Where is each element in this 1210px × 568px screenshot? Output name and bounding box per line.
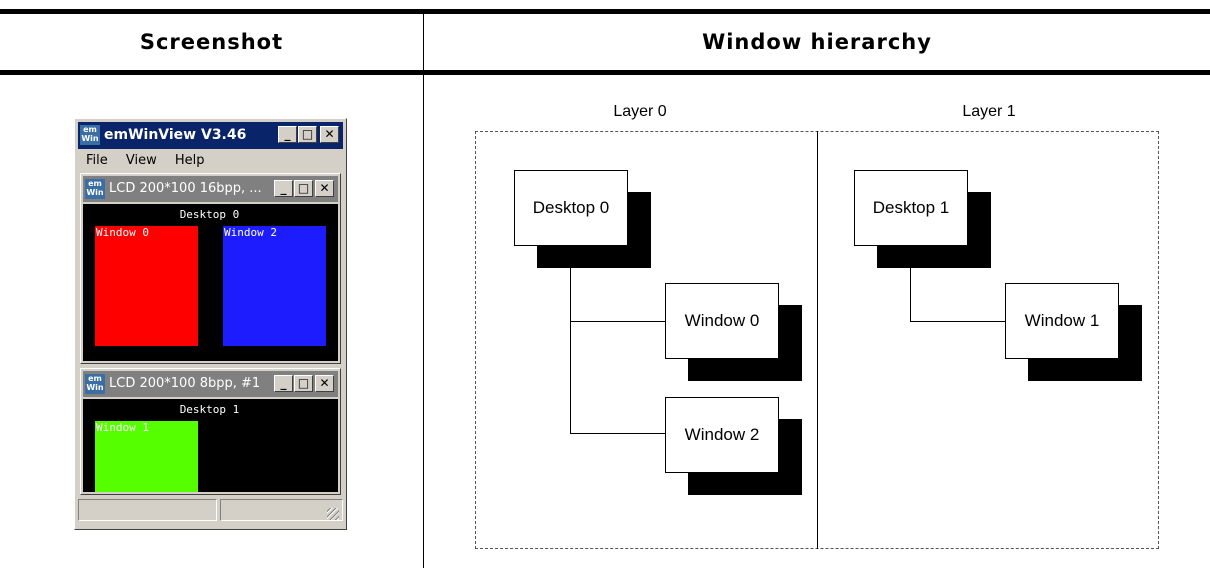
window-0-area: Window 0 xyxy=(95,226,198,346)
window-2-label: Window 2 xyxy=(224,226,277,239)
menubar: File View Help xyxy=(78,150,338,172)
window-2-node: Window 2 xyxy=(665,397,779,473)
minimize-icon[interactable]: _ xyxy=(274,180,293,197)
header-window-hierarchy: Window hierarchy xyxy=(702,30,932,54)
lcd1-screen: Desktop 0 Window 0 Window 2 xyxy=(83,204,338,361)
status-cell-2 xyxy=(220,499,343,521)
window-0-node: Window 0 xyxy=(665,283,779,359)
connector-vertical-layer0 xyxy=(570,268,571,434)
window-1-area: Window 1 xyxy=(95,421,198,492)
main-window-title: emWinView V3.46 xyxy=(104,127,247,143)
window-2-area: Window 2 xyxy=(223,226,326,346)
desktop-1-node: Desktop 1 xyxy=(854,170,968,246)
maximize-icon[interactable]: □ xyxy=(298,126,317,143)
maximize-icon[interactable]: □ xyxy=(294,180,313,197)
menu-view[interactable]: View xyxy=(125,153,157,168)
resize-grip-icon[interactable] xyxy=(327,508,339,520)
header-screenshot: Screenshot xyxy=(139,30,284,54)
status-cell-1 xyxy=(78,499,217,521)
desktop-0-label: Desktop 0 xyxy=(179,208,240,221)
table-top-rule xyxy=(0,9,1210,14)
connector-window-2 xyxy=(570,433,665,434)
layer-0-label: Layer 0 xyxy=(613,103,667,120)
window-1-node: Window 1 xyxy=(1005,283,1119,359)
minimize-icon[interactable]: _ xyxy=(278,126,297,143)
layer-divider xyxy=(817,131,818,549)
minimize-icon[interactable]: _ xyxy=(274,375,293,392)
connector-window-0 xyxy=(570,321,665,322)
menu-help[interactable]: Help xyxy=(174,153,205,168)
close-icon[interactable]: ✕ xyxy=(315,180,334,197)
desktop-1-label: Desktop 1 xyxy=(179,403,240,416)
lcd2-screen: Desktop 1 Window 1 xyxy=(83,399,338,492)
window-1-label: Window 1 xyxy=(96,421,149,434)
window-0-label: Window 0 xyxy=(96,226,149,239)
close-icon[interactable]: ✕ xyxy=(315,375,334,392)
connector-window-1 xyxy=(910,321,1006,322)
connector-vertical-layer1 xyxy=(910,246,911,321)
layer-1-label: Layer 1 xyxy=(962,103,1016,120)
close-icon[interactable]: ✕ xyxy=(320,126,339,143)
maximize-icon[interactable]: □ xyxy=(294,375,313,392)
lcd2-title: LCD 200*100 8bpp, #1 xyxy=(109,376,261,391)
column-divider xyxy=(423,14,424,568)
lcd1-title: LCD 200*100 16bpp, ... xyxy=(109,181,262,196)
desktop-0-node: Desktop 0 xyxy=(514,170,628,246)
statusbar xyxy=(78,497,343,523)
table-header-rule xyxy=(0,70,1210,75)
menu-file[interactable]: File xyxy=(86,153,108,168)
